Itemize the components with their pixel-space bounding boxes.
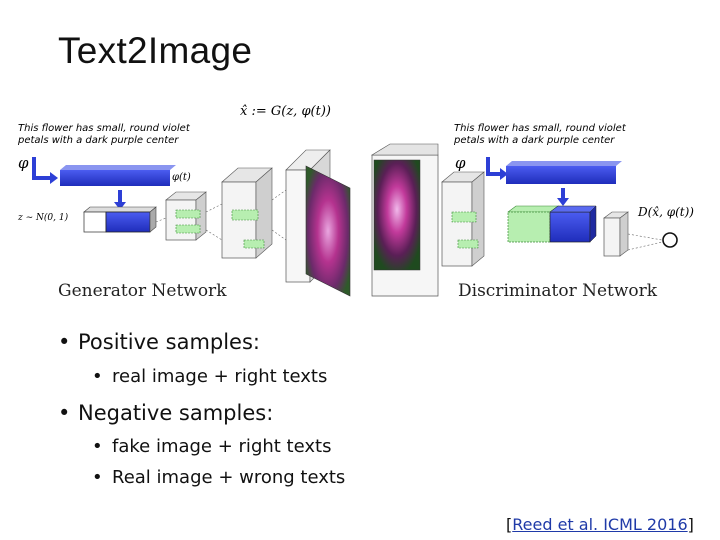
gen-z-vector — [83, 211, 107, 233]
disc-phi-symbol: φ — [455, 154, 466, 172]
discriminator-label: Discriminator Network — [458, 281, 658, 301]
gen-phi-arrowhead — [50, 172, 58, 184]
gen-embed-top — [60, 165, 176, 170]
page-title: Text2Image — [58, 30, 253, 71]
gen-z-dist: z ∼ N(0, 1) — [17, 212, 69, 223]
gen-caption-line2: petals with a dark purple center — [17, 135, 179, 146]
real-image — [370, 143, 439, 297]
bullet-positive-sub-1: • real image + right texts — [92, 366, 327, 387]
bullet-dot: • — [58, 330, 71, 354]
gen-concat-side — [149, 206, 157, 233]
disc-connectors — [627, 233, 663, 251]
gen-phi-vector — [105, 211, 151, 233]
bullet-negative: • Negative samples: — [58, 401, 273, 425]
citation-open-bracket: [ — [506, 515, 513, 534]
gen-down-arrowhead — [114, 202, 126, 210]
bullet-negative-sub-1-text: fake image + right texts — [112, 436, 332, 457]
citation-close-bracket: ] — [687, 515, 694, 534]
disc-down-arrowhead — [557, 198, 569, 206]
gen-connectors — [155, 189, 287, 241]
bullet-positive-text: Positive samples: — [78, 330, 260, 354]
bullet-positive-sub-1-text: real image + right texts — [112, 366, 328, 387]
bullet-positive: • Positive samples: — [58, 330, 260, 354]
citation-link[interactable]: Reed et al. ICML 2016 — [512, 515, 688, 534]
disc-layer-1 — [441, 171, 485, 267]
architecture-figure: This flower has small, round violet peta… — [0, 100, 720, 315]
gen-phi-arrow — [32, 157, 52, 180]
gen-concat-top — [83, 206, 157, 213]
gen-phi-t: φ(t) — [172, 172, 191, 183]
gen-formula: x̂ := G(z, φ(t)) — [240, 104, 331, 119]
bullet-negative-text: Negative samples: — [78, 401, 274, 425]
gen-layer-2 — [221, 167, 273, 259]
disc-phi-arrow — [486, 157, 502, 176]
bullet-negative-sub-2: • Real image + wrong texts — [92, 467, 345, 488]
disc-formula: D(x̂, φ(t)) — [637, 205, 694, 219]
disc-caption-line1: This flower has small, round violet — [454, 123, 627, 134]
bullet-dot: • — [92, 366, 103, 387]
disc-phi-arrowhead — [500, 168, 508, 180]
generator-label: Generator Network — [58, 281, 227, 301]
gen-embed-bar — [60, 170, 170, 186]
bullet-dot: • — [58, 401, 71, 425]
gen-layer-1 — [165, 191, 207, 241]
disc-layer-3 — [603, 211, 629, 257]
disc-layer-2 — [507, 205, 597, 243]
disc-output-node — [662, 232, 678, 248]
bullet-dot: • — [92, 436, 103, 457]
disc-embed-top — [506, 161, 622, 166]
gen-output-image — [305, 165, 351, 297]
bullet-dot: • — [92, 467, 103, 488]
gen-caption-line1: This flower has small, round violet — [18, 123, 191, 134]
gen-phi-symbol: φ — [18, 154, 29, 172]
disc-caption-line2: petals with a dark purple center — [453, 135, 615, 146]
bullet-negative-sub-1: • fake image + right texts — [92, 436, 331, 457]
bullet-negative-sub-2-text: Real image + wrong texts — [112, 467, 346, 488]
citation: [Reed et al. ICML 2016] — [506, 515, 694, 534]
architecture-diagram: This flower has small, round violet peta… — [17, 104, 694, 301]
disc-embed-bar — [506, 166, 616, 184]
